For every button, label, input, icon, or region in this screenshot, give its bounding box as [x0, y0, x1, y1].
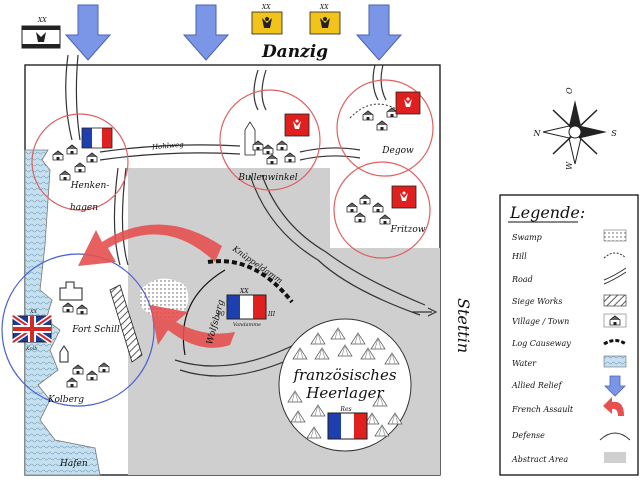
henkenhagen-french-flag [81, 127, 113, 149]
road-arrow-head [427, 307, 438, 317]
water-icon [603, 355, 627, 368]
hill-icon [603, 252, 627, 259]
legend-label-abstract: Abstract Area [511, 455, 568, 464]
bullenwinkel-group: Bullenwinkel [219, 89, 321, 191]
hafen-label: Hafen [59, 459, 88, 469]
legend-title: Legende: [509, 203, 585, 222]
legend-label-swamp: Swamp [512, 233, 542, 242]
allied-relief-arrow-3 [355, 4, 403, 61]
henkenhagen-label-1: Henken- [70, 181, 110, 191]
degow-label: Degow [381, 146, 414, 156]
henkenhagen-label-2: hagen [70, 203, 98, 213]
henkenhagen-group: Henken- hagen [31, 113, 129, 213]
kolberg-label: Kolberg [47, 395, 84, 405]
camp-french-flag [327, 412, 368, 440]
camp-label-1: französisches [292, 366, 396, 384]
log-causeway-icon [603, 339, 627, 346]
legend-label-defense: Defense [511, 431, 545, 440]
legend-label-water: Water [512, 359, 537, 368]
water [24, 149, 101, 476]
fritzow-group: Fritzow [333, 161, 431, 259]
camp-flag-label: Res [339, 406, 351, 413]
allied-relief-arrow-2 [182, 4, 230, 61]
russian-flag-1 [251, 11, 283, 35]
prussian-corps-mark: XX [37, 17, 47, 24]
russian-corps-mark-2: XX [319, 4, 329, 11]
fritzow-label: Fritzow [390, 225, 426, 235]
gray-area-icon [604, 452, 626, 463]
vandamme-name: Vandamme [233, 322, 261, 328]
prussian-flag [21, 25, 61, 49]
russian-corps-mark-1: XX [261, 4, 271, 11]
legend-box [499, 194, 639, 476]
legend-label-french: French Assault [511, 405, 574, 414]
camp-label-2: Heerlager [305, 384, 384, 402]
danzig-label: Danzig [261, 42, 328, 62]
road-icon [603, 267, 627, 285]
siege-works-icon [603, 294, 627, 307]
fritzow-polish-flag [391, 185, 417, 209]
russian-flag-2 [309, 11, 341, 35]
wolfsberg-defense [182, 269, 226, 356]
church-icon [244, 121, 256, 156]
british-flag [11, 313, 53, 345]
vandamme-right: III [267, 311, 276, 318]
legend: Legende: Swamp Hill Road Siege Works Vil… [499, 194, 639, 476]
vandamme-flag [226, 294, 267, 320]
hohlweg-label: Hohlweg [151, 141, 185, 152]
bullenwinkel-polish-flag [284, 113, 310, 137]
compass-n: N [533, 129, 542, 138]
compass-rose [542, 100, 607, 165]
bullenwinkel-label: Bullenwinkel [237, 173, 297, 183]
compass-w: W [565, 161, 574, 170]
compass-s: S [611, 129, 617, 138]
french-assault-arrow-2 [150, 305, 235, 348]
legend-label-hill: Hill [511, 252, 527, 261]
kolberg-group: Fort Schill Kolberg [1, 253, 155, 407]
stettin-label: Stettin [454, 298, 473, 353]
bullenwinkel-defense-ring [219, 89, 321, 191]
vandamme-size: XX [239, 288, 249, 295]
legend-label-siege: Siege Works [512, 297, 562, 306]
henkenhagen-defense-ring [31, 113, 129, 211]
defense-arc-icon [599, 432, 631, 441]
kolberg-defense-ring [1, 253, 155, 407]
log-causeway [207, 259, 294, 304]
british-corps-mark: XX [29, 309, 38, 315]
allied-relief-arrow-1 [64, 4, 112, 61]
swamp-icon [603, 229, 627, 242]
degow-polish-flag [395, 91, 421, 115]
fort-schill-label: Fort Schill [71, 325, 120, 335]
french-assault-arrow-1 [78, 224, 222, 266]
fritzow-defense-ring [333, 161, 431, 259]
vandamme-left: 10 [217, 311, 225, 318]
siege-works [109, 284, 143, 363]
legend-label-road: Road [511, 275, 533, 284]
british-sub-label: Kolb [25, 346, 37, 352]
legend-label-allied: Allied Relief [511, 381, 563, 390]
compass-o: O [565, 87, 574, 94]
degow-hill [349, 103, 399, 119]
degow-defense-ring [336, 79, 434, 177]
blue-arrow-icon [604, 375, 626, 397]
red-arrow-icon [603, 397, 624, 416]
legend-label-village: Village / Town [512, 317, 569, 326]
degow-group: Degow [336, 79, 434, 177]
fort-icon [59, 281, 83, 301]
legend-label-causeway: Log Causeway [511, 339, 571, 348]
french-camp-circle [278, 318, 412, 452]
